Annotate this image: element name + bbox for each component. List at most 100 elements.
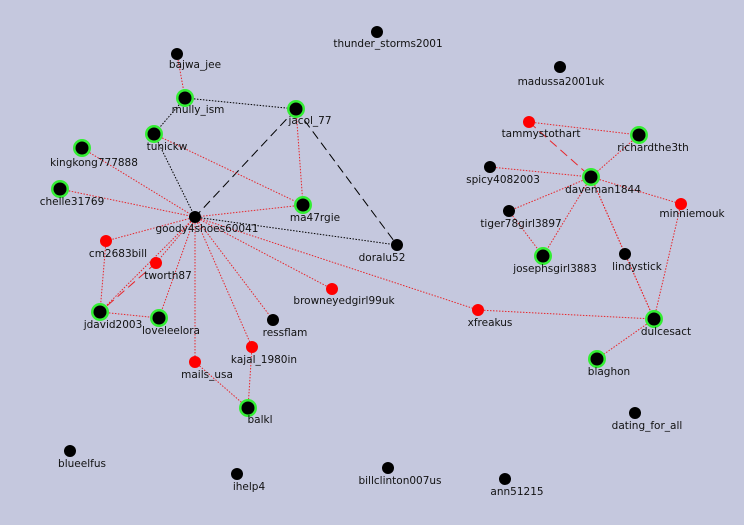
node-label-jacol_77: jacol_77 [287,115,331,127]
node-ann51215[interactable] [499,473,511,485]
node-dot [171,48,183,60]
node-billclinton007us[interactable] [382,462,394,474]
node-dot [246,341,258,353]
node-dot [289,102,303,116]
node-browneyedgirl99uk[interactable] [326,283,338,295]
node-ihelp4[interactable] [231,468,243,480]
node-lindystick[interactable] [619,248,631,260]
edge-jdavid2003-loveleelora [99,311,160,319]
node-dot [231,468,243,480]
node-tammystothart[interactable] [523,116,535,128]
node-spicy4082003[interactable] [484,161,496,173]
node-kingkong777888[interactable] [73,139,91,157]
edge-tunickw-goody4shoes60041 [153,133,196,218]
node-label-tiger78girl3897: tiger78girl3897 [480,218,561,230]
node-dot [326,283,338,295]
edge-mails_usa-balkl [194,361,249,409]
node-label-ann51215: ann51215 [490,486,543,498]
node-dot [499,473,511,485]
node-label-blueelfus: blueelfus [58,458,106,470]
node-blueelfus[interactable] [64,445,76,457]
node-label-bajwa_jee: bajwa_jee [169,59,221,71]
node-dot [64,445,76,457]
node-label-mails_usa: mails_usa [181,369,233,381]
node-label-cm2683bill: cm2683bill [89,248,147,260]
node-dot [503,205,515,217]
edge-chelle31769-goody4shoes60041 [59,188,196,218]
node-ma47rgie[interactable] [294,196,312,214]
node-dot [619,248,631,260]
node-dot [189,211,201,223]
labels-layer: bajwa_jeethunder_storms2001mully_ismjaco… [40,38,726,498]
edge-tworth87-jdavid2003 [99,262,157,313]
node-label-chelle31769: chelle31769 [40,196,105,208]
node-cm2683bill[interactable] [100,235,112,247]
node-loveleelora[interactable] [150,309,168,327]
node-dot [629,407,641,419]
node-xfreakus[interactable] [472,304,484,316]
node-dot [675,198,687,210]
node-label-ihelp4: ihelp4 [233,481,266,493]
node-label-xfreakus: xfreakus [468,317,513,329]
node-mully_ism[interactable] [176,89,194,107]
node-minniemouk[interactable] [675,198,687,210]
node-tiger78girl3897[interactable] [503,205,515,217]
node-kajal_1980in[interactable] [246,341,258,353]
edge-daveman1844-minniemouk [590,176,682,205]
node-goody4shoes60041[interactable] [189,211,201,223]
node-label-dulcesact: dulcesact [641,326,691,338]
node-label-madussa2001uk: madussa2001uk [518,76,606,88]
node-label-kingkong777888: kingkong777888 [50,157,138,169]
node-label-tunickw: tunickw [147,141,188,153]
node-dulcesact[interactable] [645,310,663,328]
node-dot [267,314,279,326]
node-label-richardthe3th: richardthe3th [617,142,689,154]
node-dot [523,116,535,128]
edge-jacol_77-ma47rgie [295,108,304,206]
node-mails_usa[interactable] [189,356,201,368]
edge-daveman1844-josephsgirl3883 [542,176,592,257]
node-dot [536,249,550,263]
node-richardthe3th[interactable] [630,126,648,144]
node-label-ressflam: ressflam [263,327,308,339]
edge-mully_ism-jacol_77 [184,97,297,110]
edge-tiger78girl3897-josephsgirl3883 [508,210,544,257]
edge-dulcesact-blaghon [596,318,655,360]
node-label-lindystick: lindystick [612,261,663,273]
node-tworth87[interactable] [150,257,162,269]
node-tunickw[interactable] [145,125,163,143]
node-doralu52[interactable] [391,239,403,251]
node-dot [391,239,403,251]
node-dating_for_all[interactable] [629,407,641,419]
edge-daveman1844-dulcesact [590,176,655,320]
node-jdavid2003[interactable] [91,303,109,321]
node-bajwa_jee[interactable] [171,48,183,60]
node-label-loveleelora: loveleelora [142,325,200,337]
node-label-blaghon: blaghon [588,366,630,378]
node-label-tammystothart: tammystothart [502,128,581,140]
node-balkl[interactable] [239,399,257,417]
edges-layer [59,53,682,409]
node-chelle31769[interactable] [51,180,69,198]
node-josephsgirl3883[interactable] [534,247,552,265]
node-dot [241,401,255,415]
node-ressflam[interactable] [267,314,279,326]
node-dot [382,462,394,474]
node-jacol_77[interactable] [287,100,305,118]
edge-goody4shoes60041-cm2683bill [105,216,196,242]
node-blaghon[interactable] [588,350,606,368]
node-label-tworth87: tworth87 [144,270,192,282]
node-dot [632,128,646,142]
node-dot [53,182,67,196]
node-dot [150,257,162,269]
node-label-daveman1844: daveman1844 [565,184,641,196]
node-daveman1844[interactable] [582,168,600,186]
node-dot [584,170,598,184]
node-dot [189,356,201,368]
edge-kajal_1980in-balkl [247,346,253,409]
node-madussa2001uk[interactable] [554,61,566,73]
node-thunder_storms2001[interactable] [371,26,383,38]
node-label-kajal_1980in: kajal_1980in [231,354,297,366]
